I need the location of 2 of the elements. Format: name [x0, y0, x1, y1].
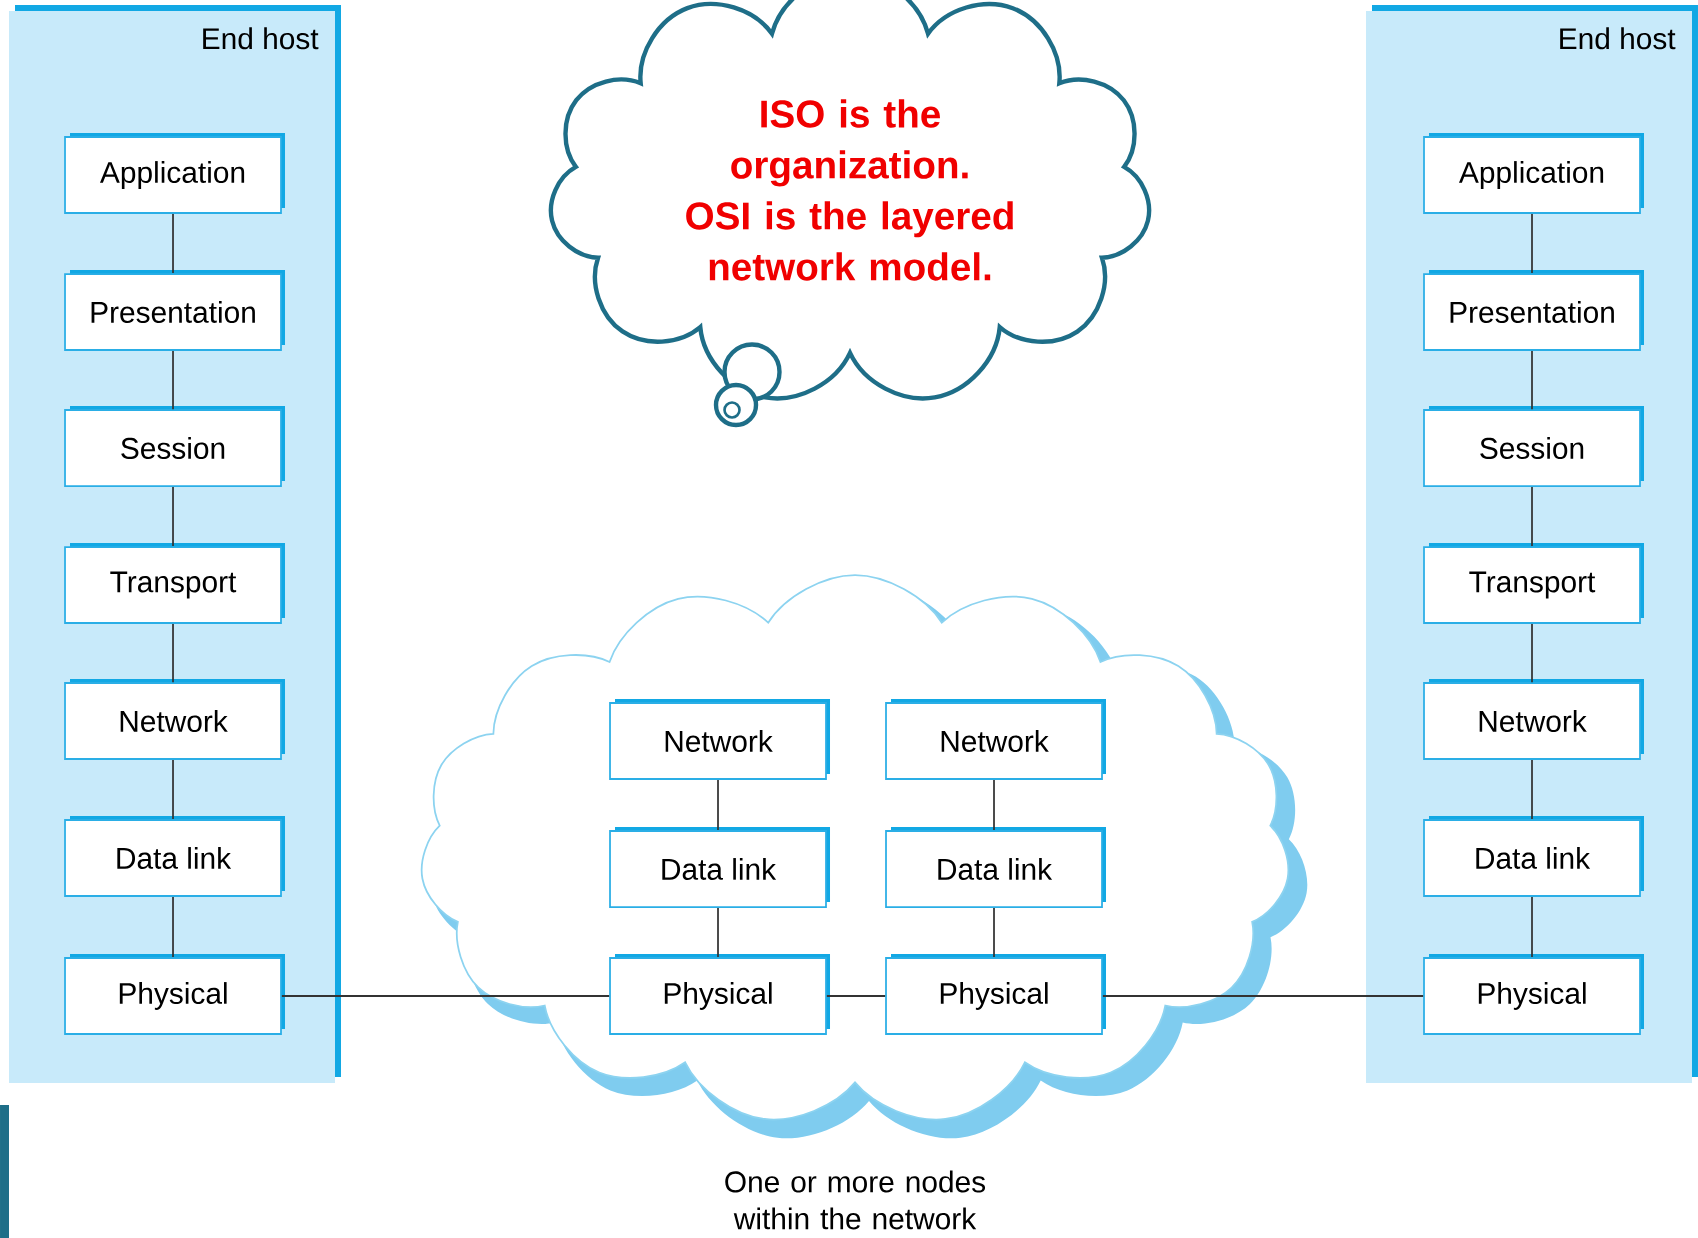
- thought-bubble: ISO is the organization. OSI is the layered network model.: [548, 0, 1152, 428]
- cloud-caption: One or more nodes within the network: [725, 1170, 986, 1230]
